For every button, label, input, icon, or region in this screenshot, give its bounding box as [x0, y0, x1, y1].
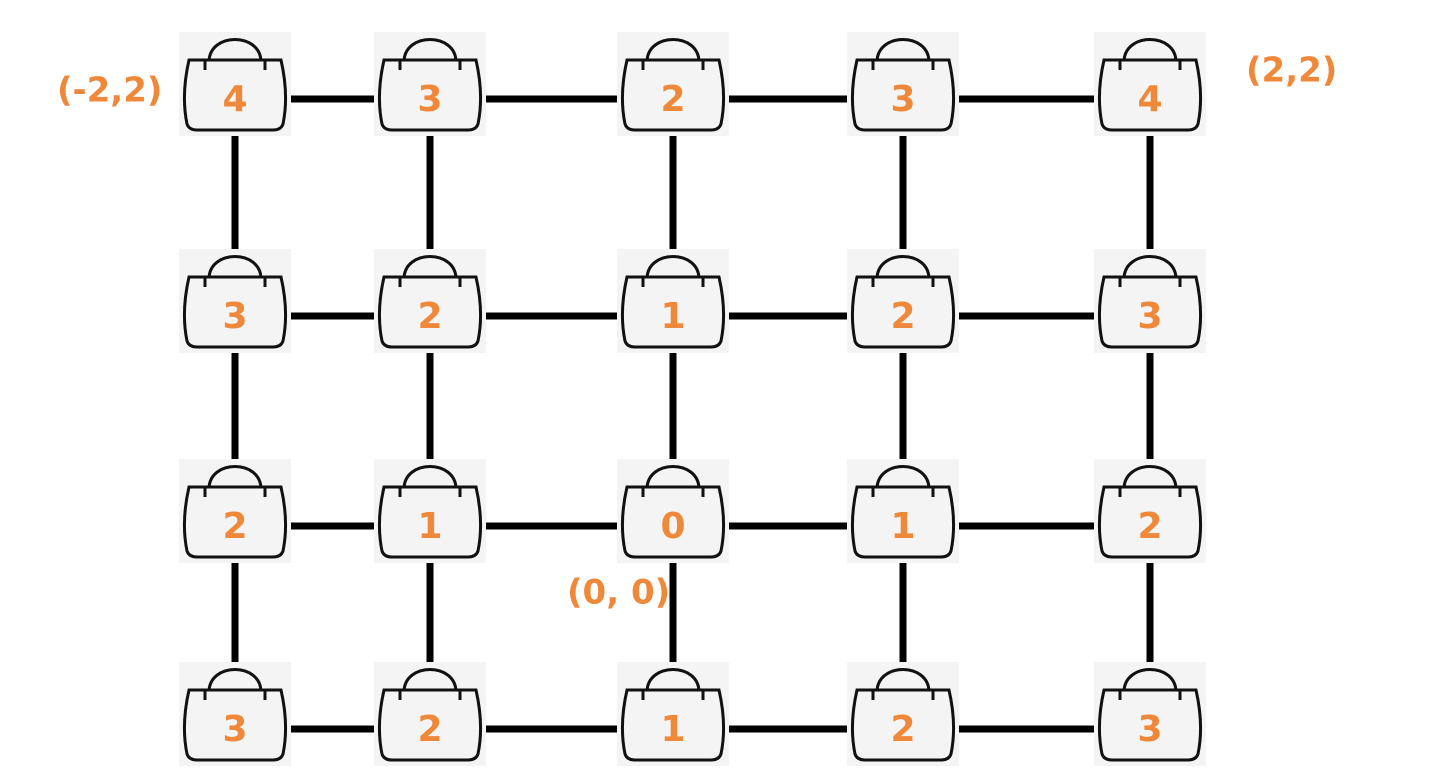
grid-node: 1 [847, 459, 959, 563]
node-value: 3 [222, 296, 247, 337]
shopping-bag-icon [182, 255, 288, 349]
grid-node: 4 [1094, 32, 1206, 136]
node-value: 3 [890, 79, 915, 120]
shopping-bag-icon [1097, 668, 1203, 762]
node-value: 2 [417, 296, 442, 337]
shopping-bag-icon [620, 465, 726, 559]
grid-node: 4 [179, 32, 291, 136]
grid-nodes: 4 3 2 3 4 3 2 1 2 3 2 1 0 1 2 3 2 1 2 3 [179, 32, 1206, 766]
shopping-bag-icon [182, 668, 288, 762]
shopping-bag-icon [620, 255, 726, 349]
shopping-bag-icon [377, 255, 483, 349]
node-value: 3 [222, 709, 247, 750]
node-value: 2 [417, 709, 442, 750]
grid-node: 2 [374, 662, 486, 766]
shopping-bag-icon [1097, 38, 1203, 132]
coord-label-origin: (0, 0) [567, 573, 670, 613]
grid-node: 3 [1094, 249, 1206, 353]
shopping-bag-icon [377, 465, 483, 559]
grid-node: 1 [374, 459, 486, 563]
node-value: 2 [890, 296, 915, 337]
shopping-bag-icon [182, 465, 288, 559]
shopping-bag-icon [1097, 465, 1203, 559]
shopping-bag-icon [850, 255, 956, 349]
node-value: 1 [417, 506, 442, 547]
node-value: 3 [417, 79, 442, 120]
grid-node: 2 [617, 32, 729, 136]
grid-node: 2 [847, 249, 959, 353]
node-value: 1 [660, 709, 685, 750]
shopping-bag-icon [850, 38, 956, 132]
shopping-bag-icon [620, 668, 726, 762]
shopping-bag-icon [850, 668, 956, 762]
node-value: 2 [660, 79, 685, 120]
grid-node: 1 [617, 662, 729, 766]
grid-node: 1 [617, 249, 729, 353]
grid-node: 2 [179, 459, 291, 563]
shopping-bag-icon [377, 668, 483, 762]
coord-label-top-right: (2,2) [1246, 51, 1337, 91]
grid-node: 3 [1094, 662, 1206, 766]
grid-edges [231, 95, 1154, 733]
shopping-bag-icon [377, 38, 483, 132]
coord-label-top-left: (-2,2) [57, 71, 162, 111]
node-value: 2 [890, 709, 915, 750]
node-value: 0 [660, 506, 685, 547]
node-value: 2 [222, 506, 247, 547]
shopping-bag-icon [620, 38, 726, 132]
grid-node: 2 [374, 249, 486, 353]
grid-node: 2 [847, 662, 959, 766]
node-value: 4 [222, 79, 247, 120]
grid-node: 3 [179, 249, 291, 353]
shopping-bag-icon [1097, 255, 1203, 349]
shopping-bag-icon [182, 38, 288, 132]
node-value: 4 [1137, 79, 1162, 120]
node-value: 3 [1137, 709, 1162, 750]
grid-node: 3 [179, 662, 291, 766]
grid-node: 3 [847, 32, 959, 136]
node-value: 1 [890, 506, 915, 547]
shopping-bag-icon [850, 465, 956, 559]
grid-node: 2 [1094, 459, 1206, 563]
node-value: 1 [660, 296, 685, 337]
grid-node: 0 [617, 459, 729, 563]
node-value: 2 [1137, 506, 1162, 547]
node-value: 3 [1137, 296, 1162, 337]
grid-node: 3 [374, 32, 486, 136]
